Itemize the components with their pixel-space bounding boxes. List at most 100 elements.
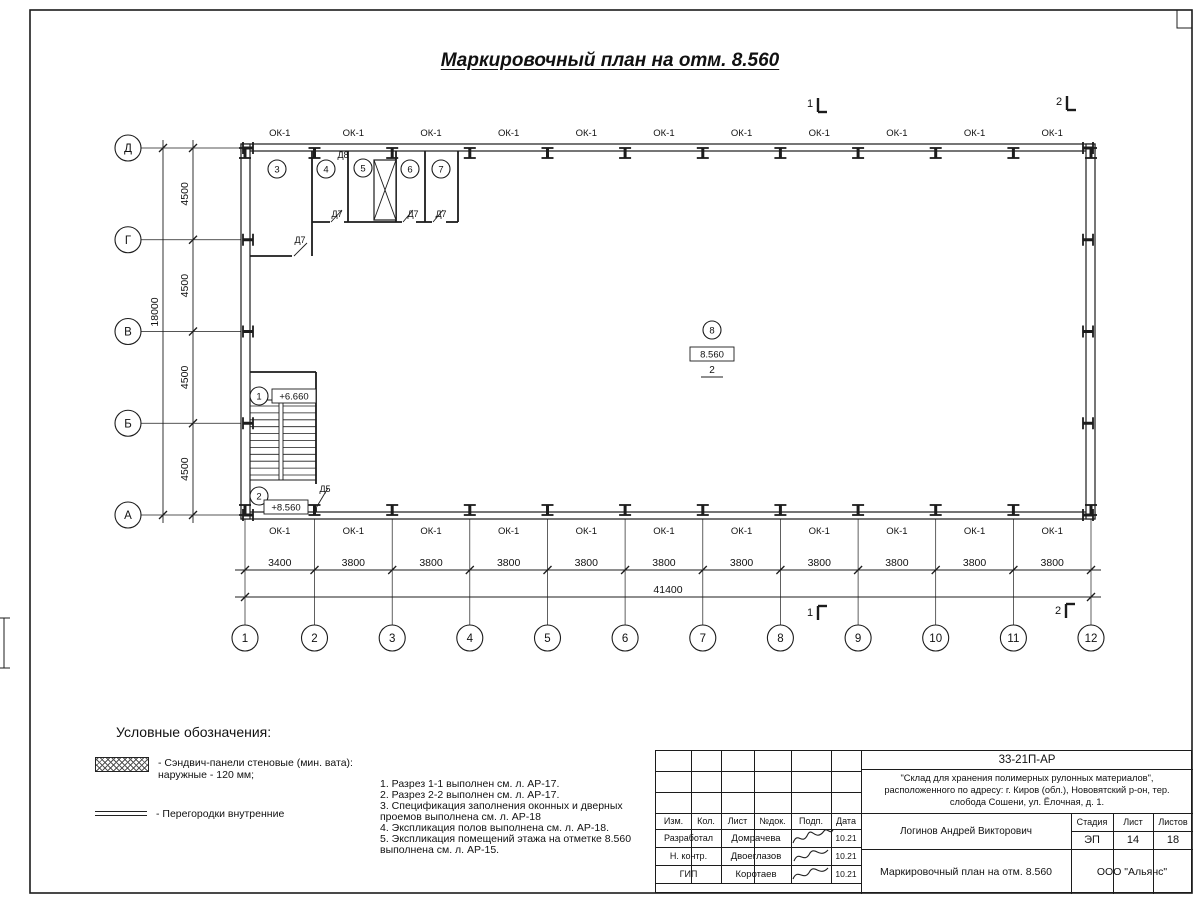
tb-line xyxy=(1071,813,1072,894)
room-number: 6 xyxy=(407,165,412,176)
door-leaf xyxy=(315,487,329,509)
dim-tick xyxy=(188,143,198,153)
dim-tick xyxy=(465,565,475,575)
elevation-box xyxy=(689,346,735,362)
dim-value: 3800 xyxy=(419,557,443,569)
tb-line xyxy=(656,813,1193,814)
dim-value: 3800 xyxy=(963,557,987,569)
window-label: ОК-1 xyxy=(964,128,985,139)
window-label: ОК-1 xyxy=(343,526,364,537)
door-leaf xyxy=(432,209,444,223)
room-number: 3 xyxy=(274,165,279,176)
chief-name: Логинов Андрей Викторович xyxy=(899,825,1033,837)
window-label: ОК-1 xyxy=(886,128,907,139)
room-number: 2 xyxy=(256,492,261,503)
sheets-label: Листов xyxy=(1158,817,1188,827)
dim-tick xyxy=(188,327,198,336)
dim-tick xyxy=(387,565,397,575)
frame-corner-box xyxy=(1176,9,1193,29)
legend-item-partitions: - Перегородки внутренние xyxy=(95,808,284,820)
room-number: 5 xyxy=(360,164,365,175)
room-bubble xyxy=(353,158,373,178)
tb-line xyxy=(721,751,722,883)
legend-label-wrap: - Сэндвич-панели стеновые (мин. вата): н… xyxy=(158,757,353,781)
window-label: ОК-1 xyxy=(498,526,519,537)
col-header-data: Дата xyxy=(836,816,856,826)
axis-bubble-col xyxy=(300,624,329,652)
axis-bubble-col xyxy=(456,624,484,652)
elevation-value: +6.660 xyxy=(279,392,308,403)
window-label: ОК-1 xyxy=(964,526,985,537)
axis-bubble-col xyxy=(533,624,562,652)
axis-letter: Д xyxy=(124,143,132,155)
dim-value: 4500 xyxy=(179,274,191,298)
exterior-wall-top xyxy=(240,143,1096,152)
section-label: 1 xyxy=(807,607,813,619)
stage-value: ЭП xyxy=(1084,834,1100,846)
drawing-title-cell: Маркировочный план на отм. 8.560 xyxy=(879,865,1053,878)
axis-bubble-row xyxy=(114,317,142,346)
window-label: ОК-1 xyxy=(576,526,597,537)
exterior-wall-bottom xyxy=(240,511,1096,520)
note: 4. Экспликация полов выполнена см. л. АР… xyxy=(380,822,609,834)
window-label: ОК-1 xyxy=(731,526,752,537)
door-label: Д7 xyxy=(435,209,446,219)
col-header-ndok: №док. xyxy=(759,816,786,826)
tb-line xyxy=(1113,813,1114,894)
door-label: Д7 xyxy=(407,209,418,219)
window-label: ОК-1 xyxy=(886,526,907,537)
room-bubble xyxy=(249,386,269,406)
notes-list: 1. Разрез 1-1 выполнен см. л. АР-17. 2. … xyxy=(380,779,656,856)
window-label: ОК-1 xyxy=(420,526,441,537)
tb-line xyxy=(656,792,861,793)
name-korotaev: Коротаев xyxy=(735,868,777,880)
axis-bubble-col xyxy=(1077,624,1105,652)
dim-value: 3800 xyxy=(730,557,754,569)
axis-bubble-col xyxy=(378,624,406,652)
tb-line xyxy=(861,769,1193,770)
signature xyxy=(793,849,829,862)
dim-tick xyxy=(240,592,250,602)
dim-tick xyxy=(698,565,708,575)
room-number: 8 xyxy=(709,326,714,337)
dim-value: 3800 xyxy=(497,557,521,569)
room-bubble xyxy=(249,486,269,506)
axis-number: 1 xyxy=(242,633,248,645)
tb-line xyxy=(656,883,861,884)
sheet-label: Лист xyxy=(1123,817,1143,827)
legend-label: - Перегородки внутренние xyxy=(156,808,285,820)
axis-number: 10 xyxy=(929,633,942,645)
role-razrabotal: Разработал xyxy=(664,833,713,843)
section-label: 2 xyxy=(1055,605,1061,617)
axis-number: 3 xyxy=(389,633,395,645)
dim-value: 3800 xyxy=(1041,557,1065,569)
dim-tick xyxy=(188,510,198,520)
sheets-total: 18 xyxy=(1166,834,1180,846)
axis-bubble-col xyxy=(922,624,950,652)
tb-line xyxy=(656,829,861,830)
company-name: ООО "Альянс" xyxy=(1096,865,1168,878)
window-label: ОК-1 xyxy=(653,128,674,139)
dim-value: 3800 xyxy=(342,557,366,569)
dim-tick xyxy=(543,565,552,575)
date: 10.21 xyxy=(835,833,857,843)
tb-line xyxy=(861,751,862,894)
room-bubble xyxy=(431,159,451,179)
dim-tick xyxy=(310,565,319,575)
tb-line xyxy=(861,849,1193,850)
window-label: ОК-1 xyxy=(653,526,674,537)
door-label: Д7 xyxy=(294,235,305,245)
sheet-frame xyxy=(29,9,1193,894)
axis-bubble-row xyxy=(114,226,142,254)
dim-tick xyxy=(188,418,198,428)
dim-tick xyxy=(620,565,630,575)
section-label: 1 xyxy=(807,98,813,110)
legend-heading: Условные обозначения: xyxy=(116,724,272,740)
tb-line xyxy=(754,751,755,883)
sandwich-panel-symbol xyxy=(95,757,149,772)
partition-symbol xyxy=(95,811,147,816)
window-label: ОК-1 xyxy=(809,526,830,537)
shaft-brace xyxy=(373,159,397,221)
dim-tick xyxy=(240,565,250,575)
